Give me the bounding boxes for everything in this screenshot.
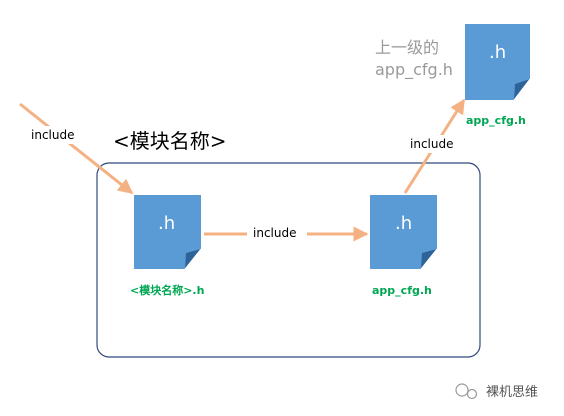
- parent-note-line1: 上一级的: [375, 38, 439, 57]
- watermark-text: 裸机思维: [486, 385, 538, 400]
- cfg-to-parent-label: include: [410, 137, 453, 151]
- module-title: <模块名称>: [113, 129, 227, 153]
- cfg-to-parent-label-bg: [405, 135, 463, 153]
- module-header-file-icon: .h: [134, 195, 202, 270]
- local-cfg-file-icon: .h: [370, 195, 438, 270]
- module-container: [96, 162, 481, 358]
- local-cfg-file-name: app_cfg.h: [372, 284, 432, 297]
- parent-note-line2: app_cfg.h: [375, 60, 453, 80]
- module-header-file-ext: .h: [158, 213, 175, 234]
- parent-cfg-file-name: app_cfg.h: [466, 114, 526, 127]
- external-include-label-bg: [26, 126, 82, 144]
- wechat-logo-icon: [455, 383, 478, 400]
- parent-cfg-file-icon: .h: [465, 24, 531, 101]
- parent-cfg-file-ext: .h: [489, 42, 506, 63]
- module-to-cfg-label-bg: [247, 223, 307, 243]
- external-include-label: include: [31, 128, 74, 142]
- external-include-arrow: [19, 102, 134, 195]
- module-to-cfg-label: include: [253, 226, 296, 240]
- local-cfg-file-ext: .h: [395, 213, 412, 234]
- module-header-file-name: <模块名称>.h: [130, 283, 204, 297]
